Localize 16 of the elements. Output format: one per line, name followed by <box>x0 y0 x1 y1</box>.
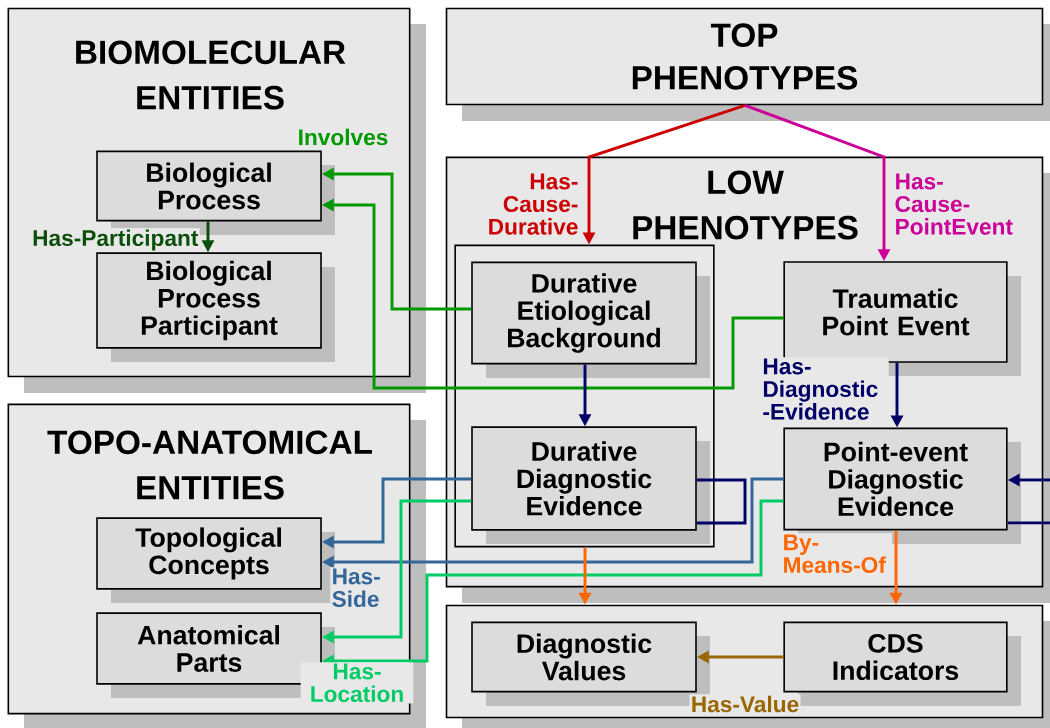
group-frame <box>454 244 715 548</box>
edge-label: Has- Cause- Durative <box>472 172 580 237</box>
concept-box: Durative Diagnostic Evidence <box>471 426 710 544</box>
connector-line <box>696 478 747 525</box>
edge-label: Involves <box>296 127 390 147</box>
edge-label: Has-Value <box>689 694 801 714</box>
edge-label: Has- Side <box>330 567 393 609</box>
group-panel: TOP PHENOTYPES <box>445 7 1050 121</box>
edge-label: Has- Diagnostic -Evidence <box>761 357 889 422</box>
concept-box: Biological Process Participant <box>96 252 335 362</box>
edge-label: Has- Cause- PointEvent <box>893 172 1022 237</box>
edge-label: Has-Participant <box>30 228 200 252</box>
concept-box: Durative Etiological Background <box>471 261 710 378</box>
edge-label: Has- Location <box>300 662 414 704</box>
edge-label: By- Means-Of <box>781 533 892 575</box>
connector-line <box>1007 521 1050 525</box>
